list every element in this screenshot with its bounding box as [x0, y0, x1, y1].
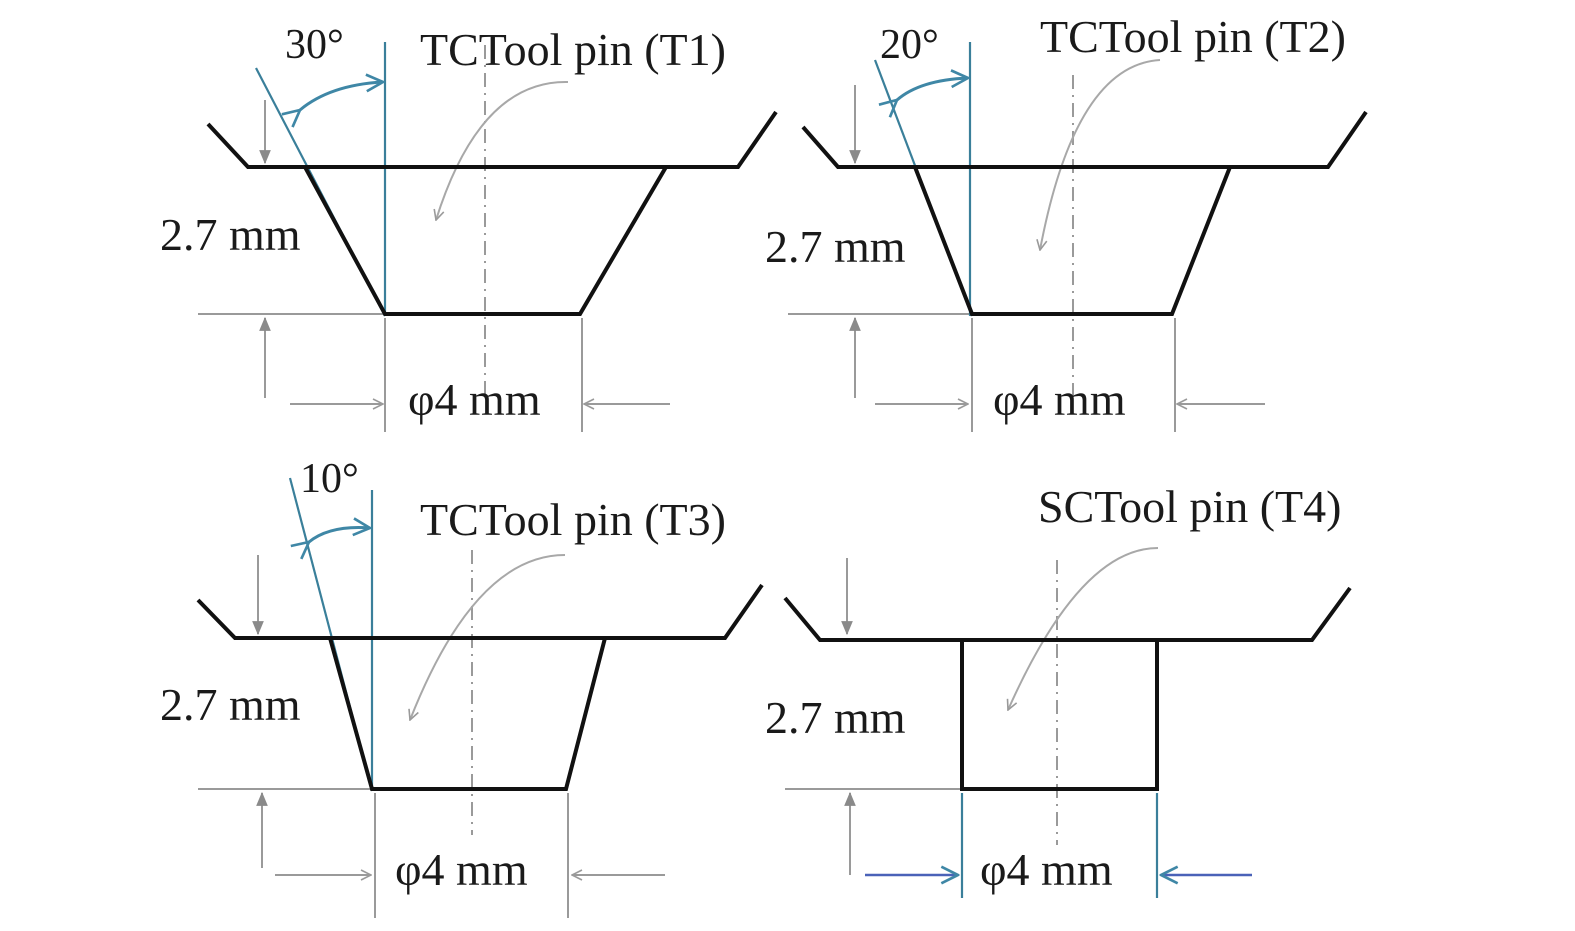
leader-arrow: [410, 554, 566, 720]
angle-arc: [897, 78, 968, 100]
panel-t1: 30° TCTool pin (T1) 2.7 mm φ4 mm: [160, 22, 778, 432]
angle-label: 20°: [880, 22, 939, 68]
shoulder-outline: [196, 583, 764, 640]
height-label: 2.7 mm: [765, 692, 906, 743]
panel-t4: SCTool pin (T4) 2.7 mm φ4 mm: [765, 481, 1352, 898]
shoulder-outline: [206, 110, 778, 169]
leader-arrow: [1040, 59, 1161, 250]
angle-label: 10°: [300, 456, 359, 502]
pin-title: SCTool pin (T4): [1038, 481, 1341, 532]
extension-lines: [198, 313, 583, 432]
diameter-label: φ4 mm: [993, 374, 1126, 425]
panel-t2: 20° TCTool pin (T2) 2.7 mm φ4 mm: [765, 11, 1368, 432]
pin-outline: [913, 166, 1232, 316]
leader-arrow: [1008, 547, 1159, 710]
shoulder-outline: [783, 586, 1352, 642]
diameter-label: φ4 mm: [408, 374, 541, 425]
pin-outline: [303, 165, 668, 316]
pin-title: TCTool pin (T1): [420, 24, 726, 75]
diameter-label: φ4 mm: [980, 844, 1113, 895]
shoulder-outline: [801, 110, 1368, 169]
angle-label: 30°: [285, 22, 344, 68]
angle-arc: [309, 528, 370, 542]
height-label: 2.7 mm: [160, 209, 301, 260]
extension-lines: [788, 313, 1176, 432]
pin-outline: [328, 637, 607, 791]
pin-title: TCTool pin (T2): [1040, 11, 1346, 62]
extension-lines: [198, 788, 569, 918]
diameter-label: φ4 mm: [395, 844, 528, 895]
height-label: 2.7 mm: [765, 221, 906, 272]
height-label: 2.7 mm: [160, 679, 301, 730]
pin-outline: [960, 640, 1159, 791]
angle-arc: [300, 82, 383, 110]
extension-lines: [960, 793, 1159, 898]
panel-t3: 10° TCTool pin (T3) 2.7 mm φ4 mm: [160, 456, 764, 918]
leader-arrow: [436, 80, 569, 220]
pin-title: TCTool pin (T3): [420, 494, 726, 545]
